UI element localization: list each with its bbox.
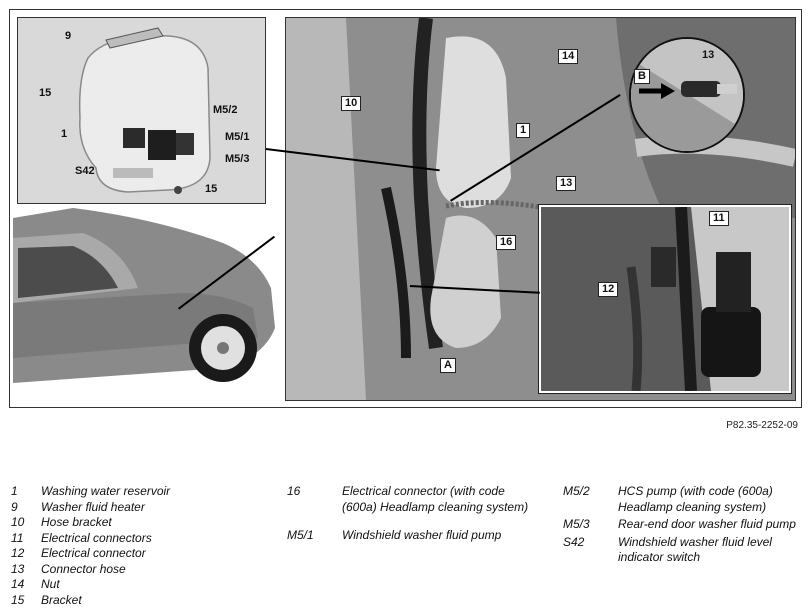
- legend-item: M5/1 Windshield washer fluid pump: [287, 528, 542, 544]
- callout-label: 1: [516, 123, 531, 138]
- legend-item: 13 Connector hose: [11, 562, 261, 578]
- legend-item: M5/3 Rear-end door washer fluid pump: [563, 517, 803, 533]
- reservoir-inset: [17, 17, 266, 204]
- legend-description: Washing water reservoir: [41, 484, 171, 498]
- legend-description: Connector hose: [41, 561, 126, 576]
- legend-number: 13: [11, 561, 25, 576]
- callout-label: 9: [65, 30, 72, 42]
- legend-column-1: 1 Washing water reservoir 9 Washer fluid h…: [11, 484, 261, 608]
- callout-label: 14: [558, 49, 579, 64]
- legend-number: M5/1: [287, 528, 314, 542]
- callout-label: M5/2: [213, 104, 238, 116]
- legend-description: Bracket: [41, 592, 82, 607]
- legend-number: M5/2: [563, 484, 590, 498]
- callout-label: 15: [39, 87, 52, 99]
- legend-description: Electrical connector (with code (600a) H…: [342, 484, 529, 514]
- callout-label: 13: [556, 176, 577, 191]
- pump-inset: [538, 204, 792, 394]
- legend-number: 16: [287, 484, 301, 498]
- legend-item: 10 Hose bracket: [11, 515, 261, 531]
- legend-item: S42 Windshield washer fluid level indicat…: [563, 535, 803, 566]
- legend-number: 9: [11, 499, 18, 514]
- legend-column-3: M5/2 HCS pump (with code (600a) Headlamp …: [563, 484, 803, 568]
- legend-item: 9 Washer fluid heater: [11, 500, 261, 516]
- callout-label: A: [440, 358, 456, 373]
- callout-label: M5/1: [225, 131, 250, 143]
- callout-label: 10: [341, 96, 362, 111]
- callout-label: 15: [205, 183, 218, 195]
- legend-description: HCS pump (with code (600a) Headlamp clea…: [618, 484, 773, 514]
- callout-label: S42: [75, 165, 95, 177]
- callout-label: B: [634, 69, 650, 84]
- legend-description: Rear-end door washer fluid pump: [618, 517, 796, 531]
- figure-code: P82.35-2252-09: [726, 420, 798, 431]
- legend-number: 15: [11, 592, 25, 607]
- callout-label: 11: [709, 211, 729, 226]
- legend-item: 15 Bracket: [11, 593, 261, 609]
- callout-label: 1: [61, 128, 68, 140]
- legend-number: 12: [11, 546, 25, 560]
- vehicle-illustration: [13, 208, 278, 404]
- reservoir-illustration: [18, 18, 265, 203]
- legend-number: 10: [11, 515, 25, 529]
- callout-label: M5/3: [225, 153, 250, 165]
- callout-label: 13: [702, 49, 715, 61]
- legend-description: Electrical connector: [41, 546, 146, 560]
- legend-item: 1 Washing water reservoir: [11, 484, 261, 500]
- legend-item: 11 Electrical connectors: [11, 531, 261, 547]
- legend-description: Hose bracket: [41, 515, 112, 529]
- legend-number: 1: [11, 484, 18, 498]
- legend-number: M5/3: [563, 517, 590, 531]
- legend-description: Nut: [41, 577, 60, 591]
- legend-description: Windshield washer fluid level indicator …: [618, 534, 772, 565]
- legend-column-2: 16 Electrical connector (with code (600a)…: [287, 484, 542, 557]
- legend-item: 16 Electrical connector (with code (600a)…: [287, 484, 542, 515]
- legend-number: S42: [563, 534, 585, 549]
- callout-label: 16: [496, 235, 517, 250]
- legend-description: Windshield washer fluid pump: [342, 528, 502, 542]
- legend-description: Washer fluid heater: [41, 499, 145, 514]
- legend-item: 14 Nut: [11, 577, 261, 593]
- legend-number: 11: [11, 530, 24, 545]
- legend-description: Electrical connectors: [41, 530, 152, 545]
- legend-item: 12 Electrical connector: [11, 546, 261, 562]
- legend-item: M5/2 HCS pump (with code (600a) Headlamp …: [563, 484, 803, 515]
- connector-detail-inset: [629, 37, 745, 153]
- legend-number: 14: [11, 577, 25, 591]
- callout-label: 12: [598, 282, 619, 297]
